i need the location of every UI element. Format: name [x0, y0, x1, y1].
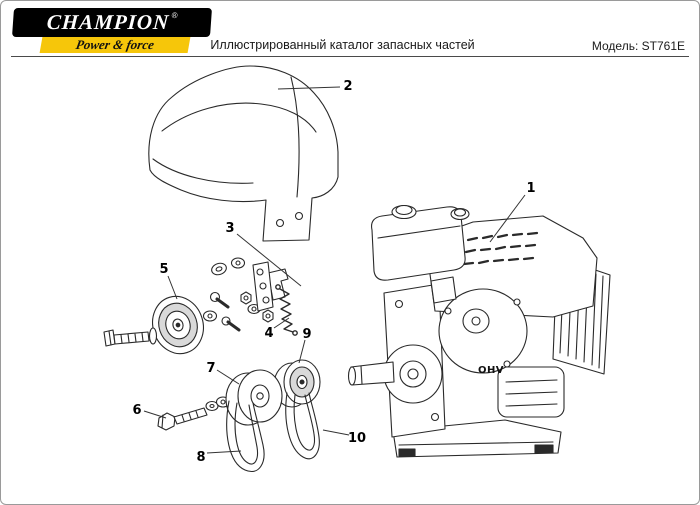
callout-9: 9: [302, 327, 311, 342]
belt-cover-illustration: [148, 65, 339, 242]
spring-illustration: [275, 284, 298, 336]
auger-belt-illustration: [285, 392, 320, 460]
model-label: Модель: ST761E: [591, 39, 685, 53]
leader-line-10: [322, 429, 350, 436]
callout-labels: 1 2 3 4 5 6 7 8 9 10: [132, 79, 535, 465]
callout-10: 10: [348, 431, 366, 446]
pulley-bolt-illustration: [103, 327, 158, 347]
callout-7: 7: [206, 361, 215, 376]
leader-line-4: [273, 317, 290, 329]
page-title: Иллюстрированный каталог запасных частей: [210, 38, 475, 52]
leader-line-3: [236, 233, 302, 287]
leader-line-5: [167, 275, 178, 300]
callout-4: 4: [264, 326, 273, 341]
drive-pulley-illustration: [152, 295, 204, 355]
callout-1: 1: [526, 181, 535, 196]
leader-line-6: [143, 410, 167, 419]
leader-line-9: [298, 339, 306, 364]
leader-line-1: [489, 194, 526, 243]
leader-line-2: [277, 86, 341, 90]
leader-line-8: [206, 450, 242, 454]
engine-illustration: OHV: [347, 204, 611, 458]
header-divider: [11, 56, 689, 57]
callout-3: 3: [225, 221, 234, 236]
leader-line-7: [216, 369, 240, 385]
callout-6: 6: [132, 403, 141, 418]
engine-ohv-label: OHV: [478, 365, 504, 376]
tension-bolt-illustration: [157, 396, 231, 431]
callout-8: 8: [196, 450, 205, 465]
leader-lines: [143, 86, 526, 454]
callout-5: 5: [159, 262, 168, 277]
drive-belt-illustration: [226, 400, 265, 472]
fastener-set-illustration: [202, 257, 261, 332]
callout-2: 2: [343, 79, 352, 94]
front-pulley-illustration: [225, 369, 283, 426]
